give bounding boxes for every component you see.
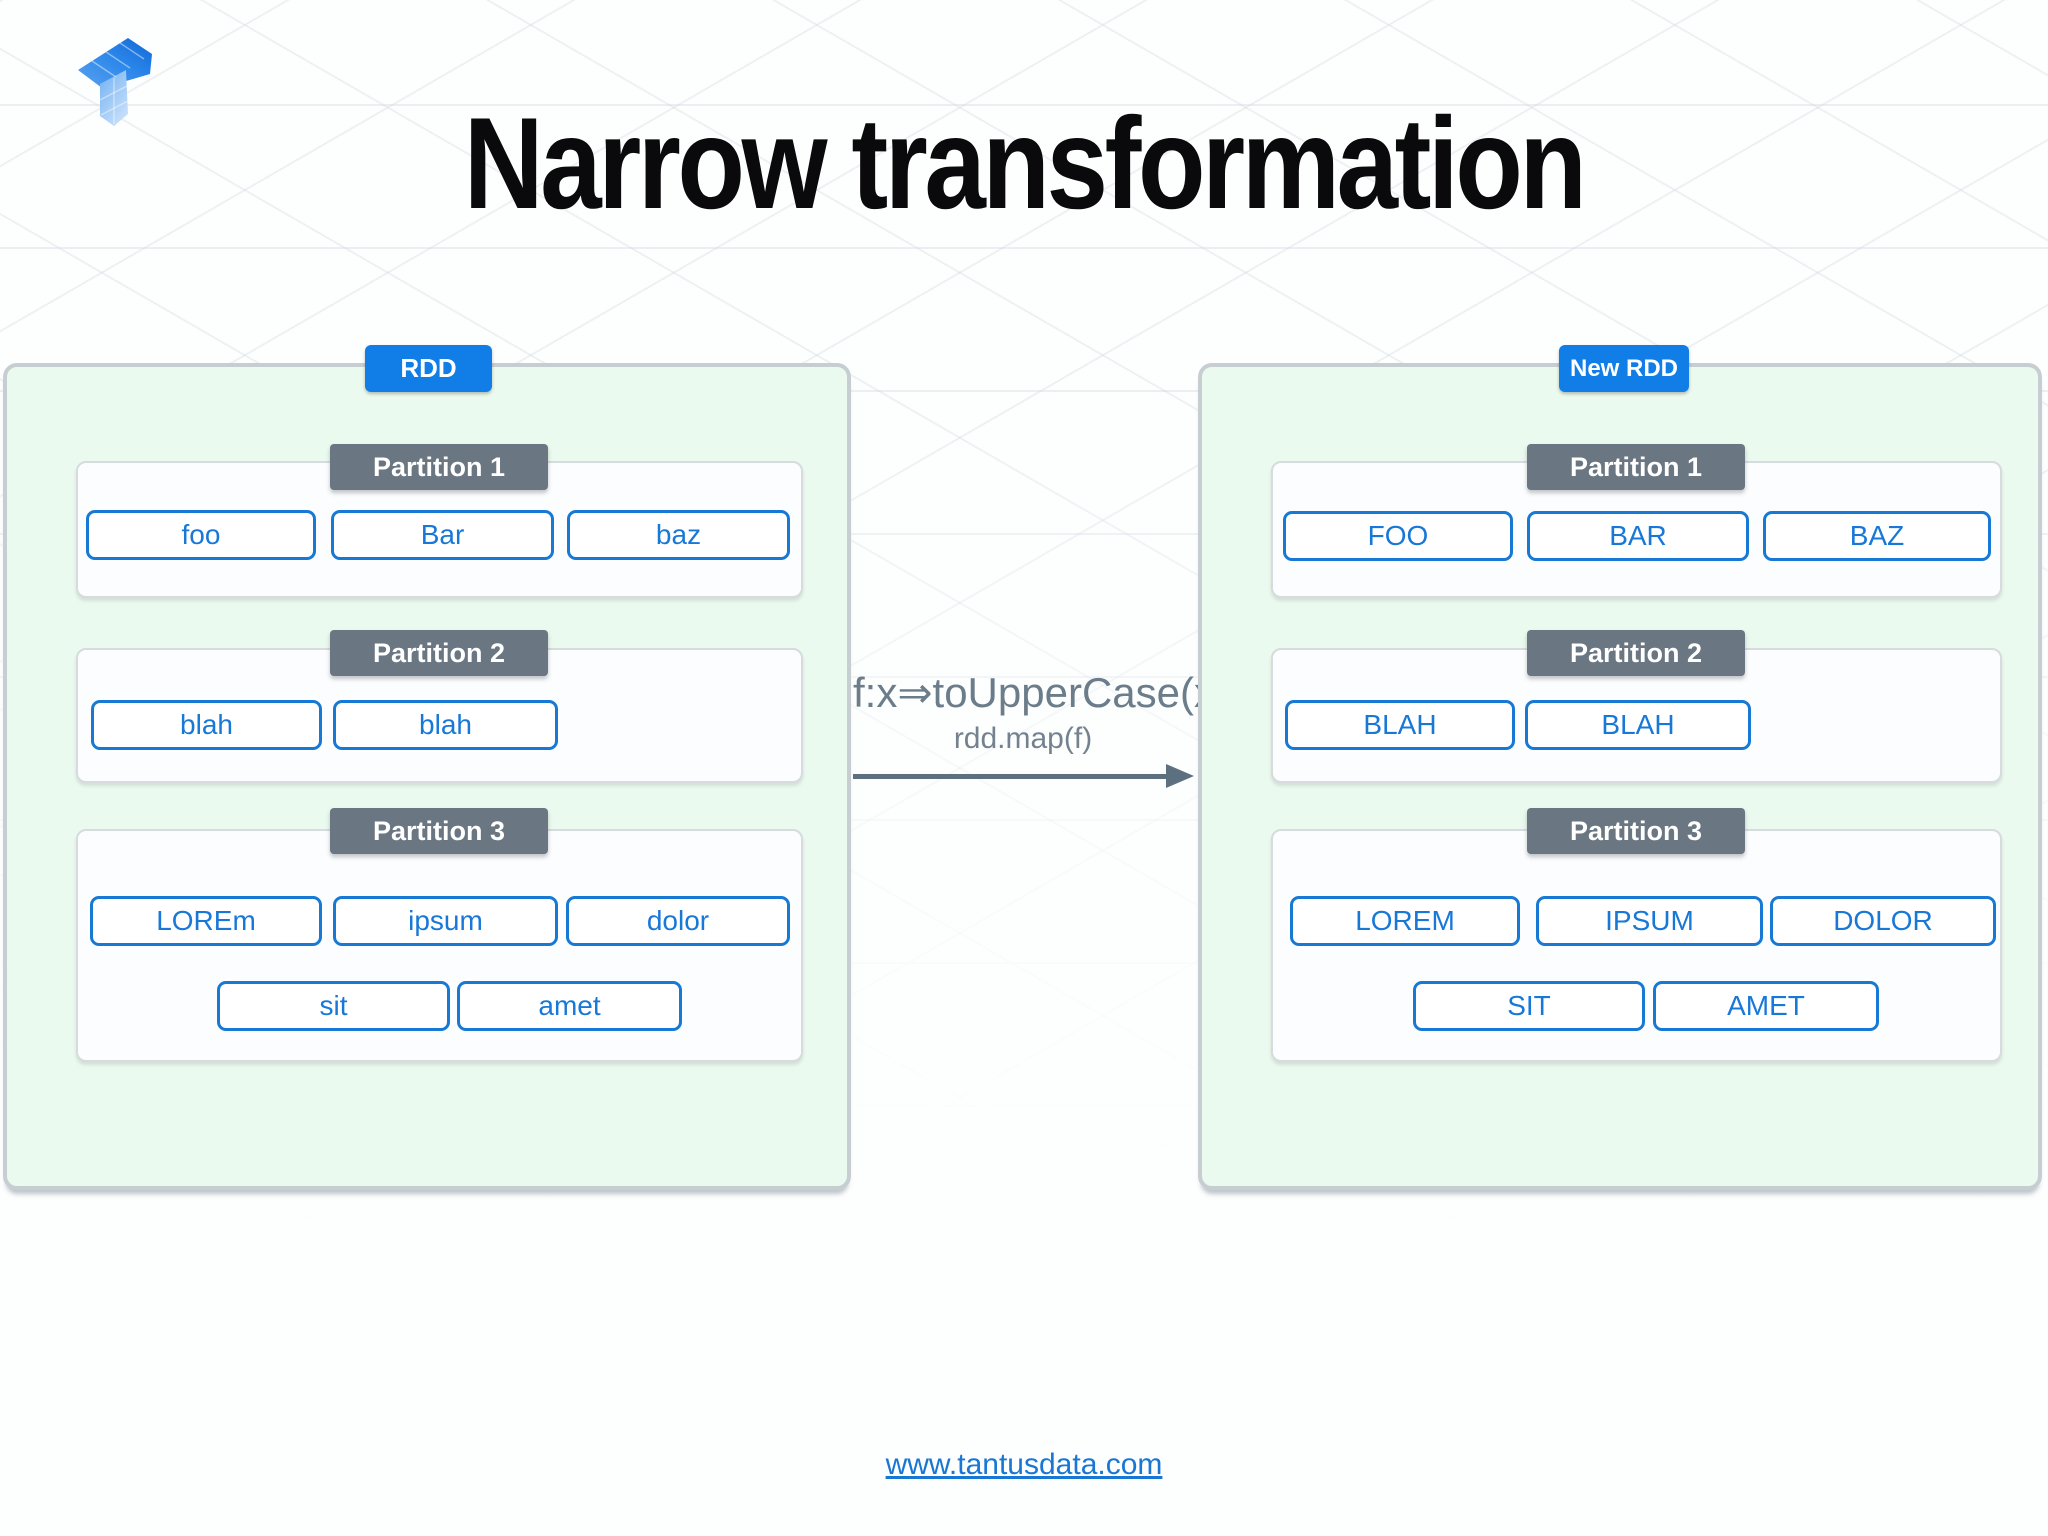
rdd-item-baz: baz — [567, 510, 790, 560]
new-rdd-item-baz: BAZ — [1763, 511, 1991, 561]
rdd-item-blah-1: blah — [91, 700, 322, 750]
transform-arrow — [853, 774, 1169, 779]
rdd-item-dolor: dolor — [566, 896, 790, 946]
rdd-item-foo: foo — [86, 510, 316, 560]
footer-link[interactable]: www.tantusdata.com — [885, 1448, 1163, 1481]
page-title: Narrow transformation — [464, 90, 1587, 236]
new-rdd-item-ipsum: IPSUM — [1536, 896, 1763, 946]
transform-arrow-head-icon — [1166, 764, 1194, 788]
new-rdd-badge-label: New RDD — [1569, 354, 1678, 382]
rdd-partition-3-label: Partition 3 — [330, 808, 548, 854]
rdd-partition-2-label: Partition 2 — [330, 630, 548, 676]
rdd-item-sit: sit — [217, 981, 450, 1031]
rdd-item-lorem: LOREm — [90, 896, 322, 946]
new-rdd-item-bar: BAR — [1527, 511, 1749, 561]
new-rdd-item-amet: AMET — [1653, 981, 1879, 1031]
new-rdd-partition-3-label: Partition 3 — [1527, 808, 1745, 854]
rdd-badge-label: RDD — [400, 353, 457, 383]
tantusdata-logo-icon — [78, 38, 152, 126]
rdd-item-bar: Bar — [331, 510, 554, 560]
new-rdd-badge: New RDD — [1559, 345, 1689, 392]
new-rdd-item-lorem: LOREM — [1290, 896, 1520, 946]
rdd-item-blah-2: blah — [333, 700, 558, 750]
rdd-item-amet: amet — [457, 981, 682, 1031]
new-rdd-item-sit: SIT — [1413, 981, 1645, 1031]
rdd-badge: RDD — [365, 345, 492, 392]
new-rdd-partition-1-label: Partition 1 — [1527, 444, 1745, 490]
transform-method-label: rdd.map(f) — [953, 722, 1093, 755]
new-rdd-partition-2-label: Partition 2 — [1527, 630, 1745, 676]
rdd-partition-1-label: Partition 1 — [330, 444, 548, 490]
rdd-item-ipsum: ipsum — [333, 896, 558, 946]
new-rdd-item-blah-1: BLAH — [1285, 700, 1515, 750]
transform-function-label: f:x⇒toUpperCase(x) — [853, 669, 1229, 716]
new-rdd-item-dolor: DOLOR — [1770, 896, 1996, 946]
footer: www.tantusdata.com — [0, 1448, 2048, 1482]
new-rdd-item-foo: FOO — [1283, 511, 1513, 561]
new-rdd-item-blah-2: BLAH — [1525, 700, 1751, 750]
